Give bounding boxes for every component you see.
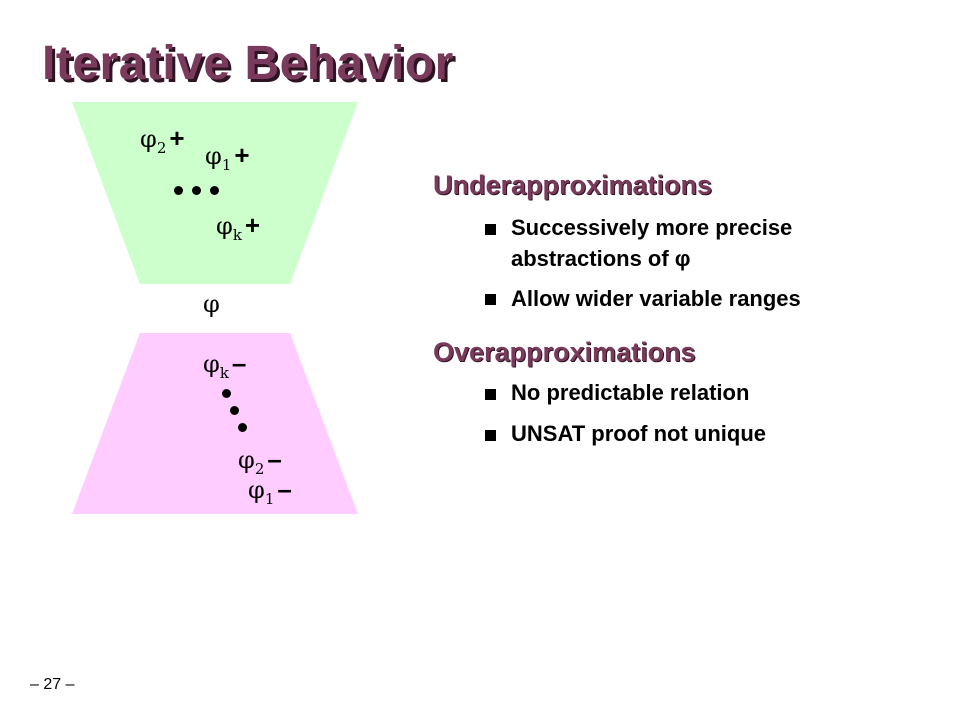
bullet-marker (485, 389, 496, 400)
underapproximations-heading: Underapproximations (433, 170, 713, 200)
bullet-text: UNSAT proof not unique (511, 421, 766, 446)
page-number: – 27 – (30, 676, 75, 693)
bullet-marker (485, 294, 496, 305)
bullet-marker (485, 224, 496, 235)
phi-2-minus-label: φ2– (238, 444, 282, 478)
bullet-marker (485, 430, 496, 441)
ellipsis-dot (238, 423, 247, 432)
phi-k-minus-label: φk– (203, 348, 247, 382)
ellipsis-dot (174, 186, 183, 195)
phi-label: φ (203, 290, 220, 318)
ellipsis-dot (192, 186, 201, 195)
ellipsis-dot (230, 406, 239, 415)
phi-2-plus-label: φ2+ (140, 123, 185, 157)
overapproximation-region (72, 333, 358, 514)
ellipsis-dot (210, 186, 219, 195)
phi-1-minus-label: φ1– (248, 474, 292, 508)
bullet-text: Successively more precise abstractions o… (511, 215, 793, 271)
ellipsis-dot (222, 389, 231, 398)
bullet-text: Allow wider variable ranges (511, 286, 801, 311)
phi-k-plus-label: φk+ (216, 210, 261, 244)
phi-1-plus-label: φ1+ (205, 140, 250, 174)
overapproximations-heading: Overapproximations (433, 337, 696, 367)
slide-title: Iterative Behavior (42, 37, 454, 90)
bullet-text: No predictable relation (511, 380, 750, 405)
